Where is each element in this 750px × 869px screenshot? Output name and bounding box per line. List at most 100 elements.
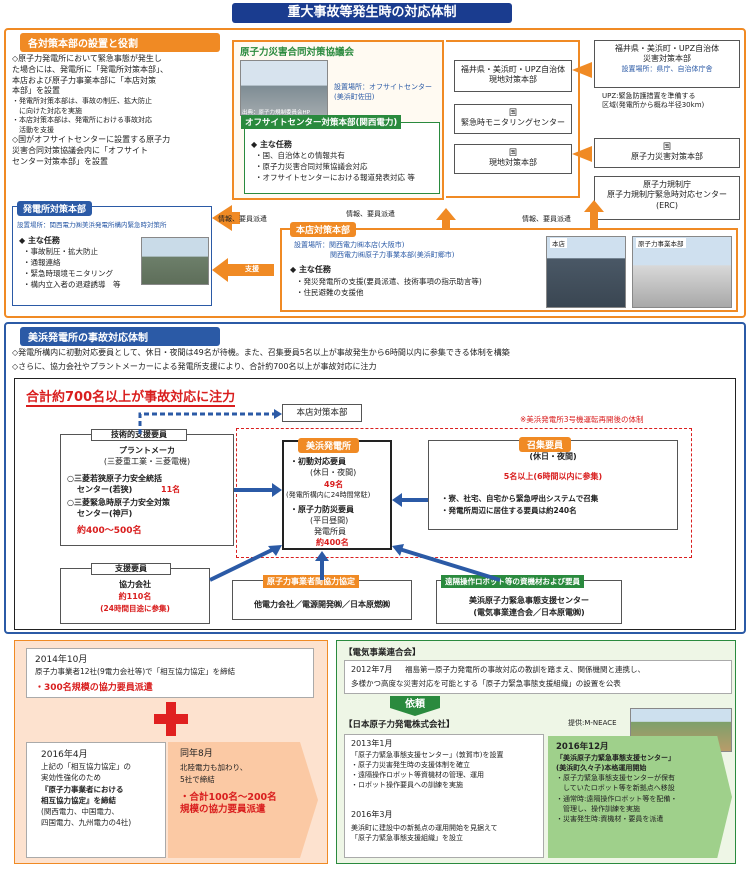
offsite-center-photo (240, 60, 328, 116)
maker-companies: (三菱重工業・三菱電機) (103, 457, 191, 466)
honten-duties-label: ◆ 主な任務 (290, 265, 331, 274)
section2-arrows (138, 409, 501, 582)
tech-support-box: 技術的支援要員 プラントメーカ (三菱重工業・三菱電機) ○三菱若狭原子力安全統… (60, 429, 234, 546)
robot-support-header: 遠隔操作ロボット等の資機材および要員 (441, 575, 584, 588)
support-company: 協力会社 (119, 580, 151, 589)
section-hq-setup (4, 28, 746, 318)
callup-sub: (休日・夜間) (529, 452, 577, 461)
callup-count: 5名以上(6時間以内に参集) (503, 472, 603, 481)
callup-bullet1: ・寮、社宅、自宅から緊急呼出システムで召集 (441, 494, 599, 503)
offsite-hq-box: オフサイトセンター対策本部(関西電力) ◆ 主な任務 ・国、自治体との情報共有 … (241, 115, 440, 194)
upz-note: UPZ:緊急防護措置を準備する 区域(発電所から概ね半径30km) (602, 92, 705, 110)
duty-item: ・通報連絡 (23, 257, 61, 267)
desc-line: センター対策本部」を設置 (12, 156, 108, 166)
honten-duties: ・発災発電所の支援(要員派遣、技術事項の指示助言等) ・住民避難の支援他 (296, 276, 482, 299)
initial-response-count: 49名 (324, 480, 344, 489)
agreement-2014-date: 2014年10月 (35, 655, 88, 665)
honten-hq-node: 本店対策本部 (282, 404, 362, 422)
mutual-agreement-body: 他電力会社／電源開発㈱／日本原燃㈱ (254, 600, 390, 609)
support-count: 約110名 (118, 592, 152, 601)
japc-2013-date: 2013年1月 (351, 739, 393, 748)
text-line: 上記の「相互協力協定」の (41, 762, 131, 771)
upz-hq-box: 福井県・美浜町・UPZ自治体 災害対策本部 設置場所：県庁、自治体庁舎 (594, 40, 740, 88)
robot-support-box: 遠隔操作ロボット等の資機材および要員 美浜原子力緊急事態支援センター (電気事業… (436, 575, 622, 624)
section-hq-setup-header: 各対策本部の設置と役割 (20, 33, 220, 52)
support-note: (24時間目途に参集) (100, 604, 170, 613)
photo-label-honten: 本店 (550, 238, 567, 248)
photo-caption: 出典：原子力規制委員会HP (242, 110, 310, 116)
fepc-text1: 福島第一原子力発電所の事故対応の教訓を踏まえ、関係機関と連携し、 (405, 665, 645, 674)
japc-2016m-text: 美浜町に建設中の新拠点の運用開始を見据えて 「原子力緊急事態支援組織」を設立 (351, 823, 498, 843)
plant-photo (141, 237, 209, 285)
japc-2016d-text: 「美浜原子力緊急事態支援センター」 (美浜町久々子)本格運用開始 ・原子力緊急事… (556, 753, 677, 824)
arrow-label-support: 支援 (245, 265, 259, 273)
text-line: 美浜町に建設中の新拠点の運用開始を見据えて (351, 824, 498, 832)
duty-item: ・事故制圧・拡大防止 (23, 247, 98, 256)
japc-2016d-date: 2016年12月 (556, 742, 609, 752)
honten-hq-title: 本店対策本部 (290, 222, 357, 237)
initial-response: ・初動対応要員 (290, 457, 346, 466)
plant-hq-location: 設置場所：関西電力㈱美浜発電所構内緊急時対策所 (17, 221, 167, 229)
text-line: ・原子力災害発生時の支援体制を確立 (351, 761, 470, 770)
text-line: ・通常時:遠隔操作ロボット等を配備・ (556, 794, 678, 803)
disaster-staff: ・原子力防災要員 (290, 505, 354, 514)
center-kobe: ○三菱緊急時原子力安全対策 (67, 498, 170, 507)
hq-setup-description: ◇原子力発電所において緊急事態が発生し た場合には、発電所に「発電所対策本部」、… (12, 54, 227, 167)
page-title: 重大事故等発生時の対応体制 (232, 3, 512, 23)
plant-hq-title: 発電所対策本部 (17, 201, 93, 216)
text-line: ・ロボット操作要員への訓練を実施 (351, 781, 463, 790)
agreement-2016b-text1: 北陸電力も加わり、 (180, 763, 248, 772)
text-line: 管理し、操作訓練を実施 (556, 804, 640, 813)
center-wakasa: ○三菱若狭原子力安全統括 (67, 474, 162, 483)
tech-support-total: 約400〜500名 (77, 526, 142, 536)
mihama-plant-box: 美浜発電所 ・初動対応要員 (休日・夜間) 49名 (発電所構内に24時間常駐)… (282, 438, 392, 550)
text-line: していたロボット等を新拠点へ移設 (556, 784, 675, 793)
callup-header: 召集要員 (519, 437, 572, 452)
center-wakasa-count: 11名 (161, 485, 181, 494)
fepc-box: 2012年7月 福島第一原子力発電所の事故対応の教訓を踏まえ、関係機関と連携し、… (344, 660, 732, 694)
agreement-2014-box: 2014年10月 原子力事業者12社(9電力会社等)で「相互協力協定」を締結 ・… (26, 648, 314, 698)
desc-line: た場合には、発電所に「発電所対策本部」、 (12, 64, 168, 74)
photo-label-nuclear-hq: 原子力事業本部 (636, 238, 686, 248)
offsite-duties-label: ◆ 主な任務 (251, 140, 292, 149)
text-line: 「原子力緊急事態支援組織」を設立 (351, 834, 463, 843)
text-line: 相互協力協定』を締結 (41, 795, 116, 805)
japc-2016m-date: 2016年3月 (351, 810, 393, 819)
desc-line: に向けた対応を実施 (12, 106, 82, 115)
duty-item: ・住民避難の支援他 (296, 288, 364, 298)
upz-hq-location: 設置場所：県庁、自治体庁舎 (621, 64, 713, 73)
text-line: 四国電力、九州電力の4社) (41, 818, 132, 828)
operation-note: ※美浜発電所3号機運転再開後の体制 (520, 415, 644, 424)
dashed-frame (236, 428, 692, 558)
disaster-staff-who: 発電所員 (314, 527, 346, 536)
fepc-date: 2012年7月 (351, 665, 393, 674)
gov-disaster-hq-box: 国 原子力災害対策本部 (594, 138, 740, 168)
text-line: ・原子力緊急事態支援センターが保有 (556, 774, 675, 783)
plus-icon (154, 702, 188, 736)
maker-label: プラントメーカ (119, 446, 175, 455)
agreement-2016b-box: 同年8月 北陸電力も加わり、 5社で締結 ・合計100名〜200名 規模の協力要… (168, 742, 318, 858)
mutual-agreement-box: 原子力事業者間協力協定 他電力会社／電源開発㈱／日本原燃㈱ (232, 575, 412, 620)
text-line: (美浜町久々子)本格運用開始 (556, 764, 647, 773)
robot-support-body2: (電気事業連合会／日本原電㈱) (473, 608, 585, 617)
desc-line: ◇国がオフサイトセンターに設置する原子力 (12, 134, 171, 144)
mihama-line1: ◇発電所構内に初動対応要員として、休日・夜間は49名が待機。また、召集要員5名以… (12, 348, 510, 357)
honten-location1: 設置場所：関西電力㈱本店(大阪市) (294, 241, 405, 249)
offsite-group-frame (446, 40, 580, 198)
arrow-label-info1: 情報、要員派遣 (218, 215, 267, 223)
nra-erc-box: 原子力規制庁 原子力規制庁緊急時対応センター (ERC) (594, 176, 740, 220)
mihama-line2: ◇さらに、協力会社やプラントメーカーによる発電所支援により、合計約700名以上が… (12, 362, 377, 371)
desc-line: ◇原子力発電所において緊急事態が発生し (12, 54, 162, 63)
arrow-label-info3: 情報、要員派遣 (522, 215, 571, 223)
upz-hq-title: 福井県・美浜町・UPZ自治体 災害対策本部 (614, 44, 720, 64)
center-wakasa-name: センター(若狭) (77, 485, 133, 494)
duty-item: ・緊急時環境モニタリング (23, 268, 113, 278)
honten-building-photo (546, 236, 626, 308)
agreement-2016b-text2: 5社で締結 (180, 775, 215, 784)
duty-item: ・オフサイトセンターにおける報道発表対応 等 (255, 172, 415, 182)
japc-2013-text: 「原子力緊急事態支援センター」(敦賀市)を設置 ・原子力災害発生時の支援体制を確… (351, 750, 503, 791)
photo-credit: 提供:M-NEACE (568, 719, 617, 727)
initial-response-note: (発電所構内に24時間常駐) (286, 491, 371, 499)
text-line: ・遠隔操作ロボット等資機材の管理、運用 (351, 771, 484, 780)
desc-line: 本店および原子力事業本部に「本店対策 (12, 75, 156, 85)
